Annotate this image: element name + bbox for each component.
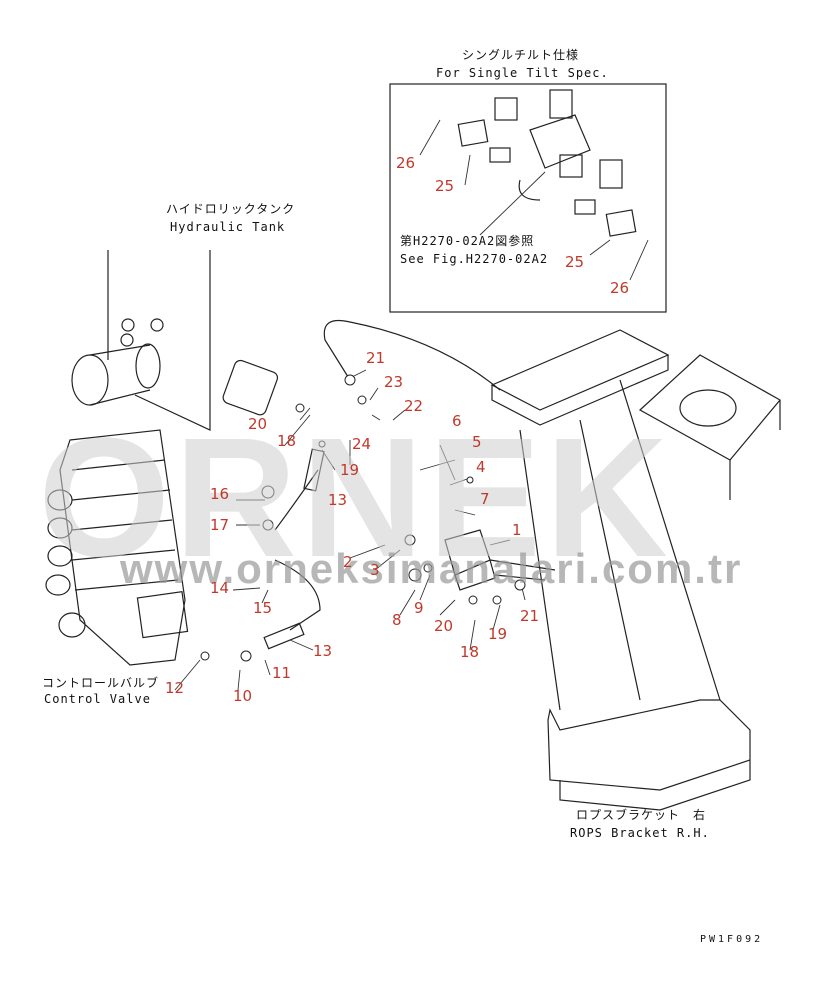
part-12: 12: [165, 679, 185, 697]
part-5: 5: [472, 433, 482, 451]
rops-label-en: ROPS Bracket R.H.: [570, 826, 710, 840]
inset-title-jp: シングルチルト仕様: [462, 48, 580, 62]
tank-label-jp: ハイドロリックタンク: [166, 202, 296, 216]
part-26-a: 26: [396, 154, 416, 172]
part-8: 8: [392, 611, 402, 629]
part-18-b: 18: [460, 643, 480, 661]
part-25-b: 25: [565, 253, 585, 271]
part-14: 14: [210, 579, 230, 597]
part-13-a: 13: [328, 491, 348, 509]
part-19-b: 19: [488, 625, 508, 643]
part-20-b: 20: [434, 617, 454, 635]
watermark-main: ORNEK: [38, 403, 672, 593]
part-20-a: 20: [248, 415, 268, 433]
part-22: 22: [404, 397, 424, 415]
hose-13-upper: [274, 469, 319, 531]
inset-ref-en: See Fig.H2270-02A2: [400, 252, 549, 266]
part-21-b: 21: [520, 607, 540, 625]
part-23: 23: [384, 373, 404, 391]
inset-frame: [389, 83, 667, 313]
inset-title-en: For Single Tilt Spec.: [436, 66, 609, 80]
watermark-url: www.orneksimanalari.com.tr: [120, 545, 743, 592]
part-11: 11: [272, 664, 292, 682]
fitting-13-lower: [263, 622, 305, 650]
leader-lines: [174, 119, 649, 691]
drawing-code: PW1F092: [700, 934, 764, 945]
part-3: 3: [370, 561, 380, 579]
part-21-a: 21: [366, 349, 386, 367]
part-9: 9: [414, 599, 424, 617]
hose-upper: [323, 319, 501, 391]
part-10: 10: [233, 687, 253, 705]
part-24: 24: [352, 435, 372, 453]
hose-13-lower: [274, 559, 321, 631]
part-16: 16: [210, 485, 230, 503]
tank-flange: [222, 359, 279, 416]
inset-valves: [457, 89, 637, 237]
part-13-b: 13: [313, 642, 333, 660]
part-18-a: 18: [277, 432, 297, 450]
part-15: 15: [253, 599, 273, 617]
part-4: 4: [476, 458, 486, 476]
fitting-13-upper: [303, 448, 325, 492]
part-25-a: 25: [435, 177, 455, 195]
tank-label-en: Hydraulic Tank: [170, 220, 286, 234]
part-19-a: 19: [340, 461, 360, 479]
part-7: 7: [480, 490, 490, 508]
part-6: 6: [452, 412, 462, 430]
part-17: 17: [210, 516, 230, 534]
tank-filter: [71, 354, 109, 406]
part-2: 2: [343, 553, 353, 571]
valve-label-jp: コントロールバルブ: [42, 676, 160, 690]
rops-bracket: [490, 329, 781, 811]
rops-label-jp: ロプスブラケット 右: [576, 808, 707, 822]
part-26-b: 26: [610, 279, 630, 297]
hydraulic-tank: [107, 250, 211, 431]
inset-ref-jp: 第H2270-02A2図参照: [400, 234, 535, 248]
control-valve: [45, 429, 189, 666]
part-1: 1: [512, 521, 522, 539]
valve-label-en: Control Valve: [44, 692, 151, 706]
